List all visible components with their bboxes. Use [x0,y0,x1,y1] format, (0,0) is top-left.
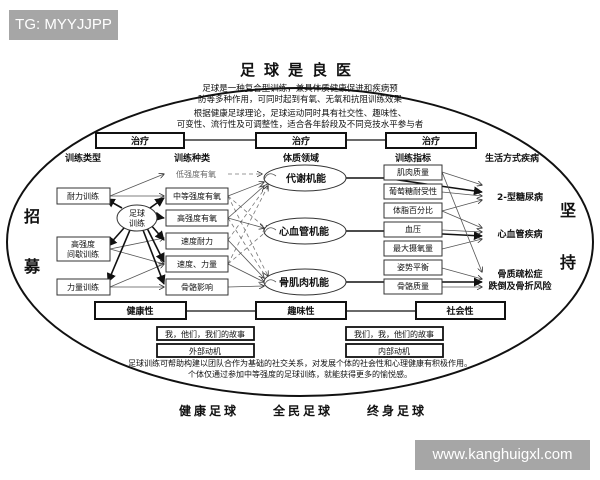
training-kind-moderate-aerobic: 中等强度有氧 [165,187,229,205]
side-label-recruit-2: 募 [23,257,41,276]
svg-text:趣味性: 趣味性 [286,305,314,317]
indicator-postural-balance: 姿势平衡 [383,259,443,276]
side-label-persist-1: 坚 [560,201,576,220]
intro-line-1: 足球是一种复合型训练，兼具体质健康促进和疾病预 [202,83,398,94]
training-kind-high-aerobic: 高强度有氧 [165,209,229,227]
motive-box-external: 外部动机 [156,343,255,358]
header-training-indicator: 训练指标 [395,152,431,164]
training-kind-bone-impact: 骨骼影响 [165,278,229,296]
training-kind-low-aerobic: 低强度有氧 [176,169,216,179]
svg-text:心血管机能: 心血管机能 [279,225,329,238]
domain-metabolic: 代谢机能 [263,164,347,192]
svg-text:骨骼质量: 骨骼质量 [397,281,429,291]
svg-text:骨肌肉机能: 骨肌肉机能 [279,276,329,289]
side-label-persist-2: 持 [560,253,576,272]
svg-text:中等强度有氧: 中等强度有氧 [173,191,221,201]
svg-text:高强度有氧: 高强度有氧 [177,213,217,223]
indicator-glucose-tolerance: 葡萄糖耐受性 [383,183,443,200]
treatment-box-2: 治疗 [255,132,347,149]
conclusion-line-1: 足球训练可帮助构建以团队合作为基础的社交关系，对发展个体的社会性和心理健康有积极… [128,358,472,368]
svg-text:最大摄氧量: 最大摄氧量 [393,243,433,253]
indicator-vo2max: 最大摄氧量 [383,240,443,257]
attribute-social: 社会性 [415,301,506,320]
attribute-fun: 趣味性 [255,301,347,320]
svg-text:内部动机: 内部动机 [378,346,410,356]
motive-box-internal: 内部动机 [345,343,444,358]
svg-text:体脂百分比: 体脂百分比 [393,205,433,215]
treatment-box-3: 治疗 [385,132,477,149]
training-kind-speed-strength: 速度、力量 [165,255,229,273]
indicator-body-fat: 体脂百分比 [383,202,443,219]
header-physique-domain: 体质领域 [283,152,319,164]
header-training-type: 训练类型 [65,152,101,164]
svg-text:耐力训练: 耐力训练 [67,191,99,201]
training-kind-speed-endurance: 速度耐力 [165,232,229,250]
intro-line-4: 可变性、流行性及可调整性，适合各年龄段及不同竞技水平参与者 [177,119,424,130]
indicator-muscle-mass: 肌肉质量 [383,164,443,181]
svg-text:训练: 训练 [129,218,145,228]
side-label-recruit-1: 招 [24,207,40,226]
svg-text:葡萄糖耐受性: 葡萄糖耐受性 [389,186,437,196]
svg-text:骨骼影响: 骨骼影响 [181,282,213,292]
slogan-healthy-football: 健康足球 [179,403,239,418]
disease-type2-diabetes: 2-型糖尿病 [497,191,543,203]
svg-text:速度、力量: 速度、力量 [177,259,217,269]
svg-text:我，他们，我们的故事: 我，他们，我们的故事 [165,329,245,339]
intro-line-3: 根据健康足球理论，足球运动同时具有社交性、趣味性、 [194,108,407,119]
training-type-hiit: 高强度 间歇训练 [56,236,111,262]
intro-line-2: 防等多种作用，可同时起到有氧、无氧和抗阻训练效果 [198,94,403,105]
center-node-football-training: 足球 训练 [116,204,158,232]
svg-text:足球: 足球 [129,208,145,218]
disease-osteoporosis: 骨质疏松症 [497,268,542,280]
svg-text:外部动机: 外部动机 [189,346,221,356]
svg-text:肌肉质量: 肌肉质量 [397,167,429,177]
indicator-blood-pressure: 血压 [383,221,443,238]
svg-text:治疗: 治疗 [422,135,440,147]
svg-text:健康性: 健康性 [126,305,153,317]
treatment-box-1: 治疗 [95,132,185,149]
slogan-football-for-all: 全民足球 [272,403,333,418]
outer-ellipse [6,87,594,397]
svg-text:代谢机能: 代谢机能 [285,172,326,185]
svg-text:间歇训练: 间歇训练 [67,249,99,259]
indicator-bone-mass: 骨骼质量 [383,278,443,295]
header-training-kind: 训练种类 [174,152,211,164]
training-type-strength: 力量训练 [56,278,111,296]
domain-cardiovascular: 心血管机能 [263,217,347,245]
header-lifestyle-disease: 生活方式疾病 [485,152,539,164]
training-type-endurance: 耐力训练 [56,187,111,205]
story-box-right: 我们，我，他们的故事 [345,326,444,341]
svg-text:社会性: 社会性 [445,305,473,317]
svg-text:治疗: 治疗 [131,135,149,147]
svg-text:高强度: 高强度 [71,239,95,249]
svg-text:我们，我，他们的故事: 我们，我，他们的故事 [354,329,434,339]
story-box-left: 我，他们，我们的故事 [156,326,255,341]
svg-text:血压: 血压 [405,224,421,234]
slogan-lifelong-football: 终身足球 [367,403,427,418]
svg-text:姿势平衡: 姿势平衡 [397,262,429,272]
diagram-title: 足球是良医 [240,61,360,79]
svg-text:治疗: 治疗 [292,135,310,147]
watermark-top: TG: MYYJJPP [9,10,118,40]
svg-text:速度耐力: 速度耐力 [181,236,213,246]
svg-text:力量训练: 力量训练 [67,282,99,292]
conclusion-line-2: 个体仅通过参加中等强度的足球训练，就能获得更多的愉悦感。 [188,369,412,379]
domain-musculoskeletal: 骨肌肉机能 [263,268,347,296]
attribute-health: 健康性 [94,301,187,320]
disease-cardiovascular: 心血管疾病 [497,228,542,240]
disease-fall-fracture-risk: 跌倒及骨折风险 [488,280,552,292]
watermark-bottom: www.kanghuigxl.com [415,440,590,470]
